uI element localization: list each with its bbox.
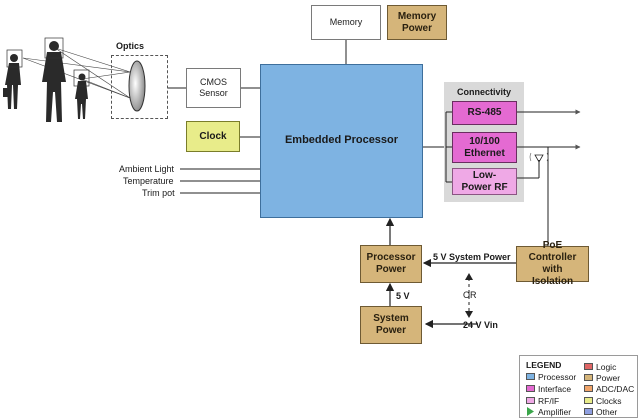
- optics-label: Optics: [116, 41, 145, 51]
- clock-block: Clock: [186, 121, 240, 152]
- processor-power-block: Processor Power: [360, 245, 422, 283]
- input-label-trim-pot: Trim pot: [142, 188, 175, 198]
- five-v-system-power-label: 5 V System Power: [433, 252, 511, 262]
- legend-swatch-interface: [526, 385, 535, 392]
- legend-item-amplifier: Amplifier: [526, 406, 571, 417]
- legend-swatch-processor: [526, 373, 535, 380]
- legend-swatch-logic: [584, 363, 593, 370]
- memory-power-block: Memory Power: [387, 5, 447, 40]
- legend-swatch-adc-dac: [584, 385, 593, 392]
- legend-item-power: Power: [584, 372, 620, 383]
- legend-item-other: Other: [584, 406, 617, 417]
- rs485-block: RS-485: [452, 101, 517, 125]
- memory-block: Memory: [311, 5, 381, 40]
- legend-label: RF/IF: [538, 395, 560, 406]
- embedded-processor-block: Embedded Processor: [260, 64, 423, 218]
- legend-swatch-power: [584, 374, 593, 381]
- amplifier-triangle-icon: [527, 407, 534, 416]
- connectivity-title: Connectivity: [457, 87, 512, 97]
- input-label-temperature: Temperature: [123, 176, 174, 186]
- low-power-rf-block: Low-Power RF: [452, 168, 517, 195]
- legend-item-logic: Logic: [584, 361, 616, 372]
- legend-swatch-other: [584, 408, 593, 415]
- legend-label: Power: [596, 372, 621, 383]
- legend-label: Interface: [538, 383, 572, 394]
- poe-controller-block: PoE Controller with Isolation: [516, 240, 589, 287]
- or-label: OR: [463, 290, 477, 300]
- lens-icon: [128, 60, 146, 112]
- ethernet-block: 10/100 Ethernet: [452, 132, 517, 163]
- legend-item-rf-if: RF/IF: [526, 395, 559, 406]
- legend-title: LEGEND: [526, 360, 562, 370]
- legend-swatch-clocks: [584, 397, 593, 404]
- legend-label: Processor: [538, 371, 577, 382]
- twenty-four-v-vin-label: 24 V Vin: [463, 320, 498, 330]
- legend-label: ADC/DAC: [596, 383, 635, 394]
- five-v-label: 5 V: [396, 291, 410, 301]
- system-power-block: System Power: [360, 306, 422, 344]
- legend-item-interface: Interface: [526, 383, 571, 394]
- legend-swatch-rf-if: [526, 397, 535, 404]
- legend-label: Other: [596, 406, 618, 417]
- legend-item-adc-dac: ADC/DAC: [584, 383, 634, 394]
- people-illustration: [3, 37, 90, 122]
- legend: LEGEND Processor Interface RF/IF Amplifi…: [519, 355, 638, 418]
- cmos-sensor-block: CMOS Sensor: [186, 68, 241, 108]
- legend-item-processor: Processor: [526, 371, 576, 382]
- input-label-ambient-light: Ambient Light: [119, 164, 175, 174]
- legend-label: Clocks: [596, 395, 622, 406]
- legend-item-clocks: Clocks: [584, 395, 622, 406]
- legend-label: Amplifier: [538, 406, 572, 417]
- legend-label: Logic: [596, 361, 617, 372]
- optics-box: [111, 55, 168, 119]
